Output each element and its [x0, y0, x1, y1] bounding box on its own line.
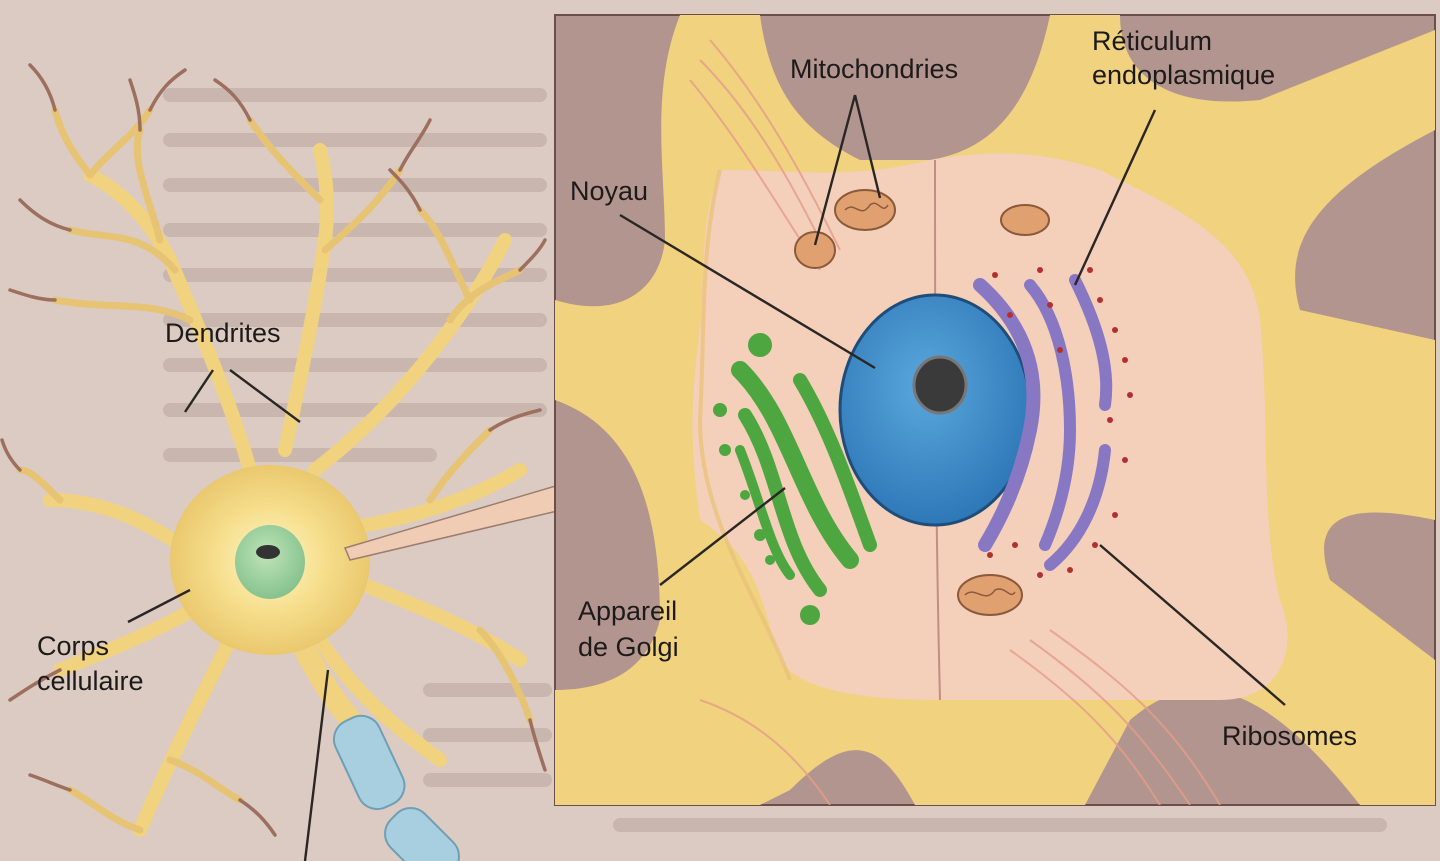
axon: [289, 629, 460, 861]
endoplasmic-reticulum: [973, 274, 1113, 571]
mitochondrion: [1000, 204, 1050, 236]
label-reticulum-line2: endoplasmique: [1092, 60, 1275, 90]
neuron-dendrites: [0, 63, 547, 837]
label-corps-line2: cellulaire: [37, 666, 144, 696]
label-mitochondries: Mitochondries: [790, 54, 958, 84]
label-golgi-line2: de Golgi: [578, 632, 679, 662]
ribosomes: [987, 267, 1133, 578]
label-reticulum-line1: Réticulum: [1092, 26, 1212, 56]
golgi-vesicles: [713, 333, 820, 625]
diagram-labels: Dendrites Corps cellulaire Noyau Mitocho…: [37, 26, 1357, 751]
label-noyau: Noyau: [570, 176, 648, 206]
soma-nucleolus: [256, 545, 280, 559]
label-ribosomes: Ribosomes: [1222, 721, 1357, 751]
cell-body: [170, 465, 370, 655]
myelin-sheath: [384, 807, 460, 861]
leader-lines: [127, 94, 1286, 861]
soma-nucleus: [235, 525, 305, 599]
golgi-apparatus: [731, 361, 877, 597]
cell-zoom-inset: [554, 14, 1436, 806]
myelin-sheath: [332, 714, 406, 811]
label-dendrites: Dendrites: [165, 318, 281, 348]
mitochondrion: [794, 231, 836, 269]
label-corps-line1: Corps: [37, 631, 109, 661]
nucleolus: [912, 355, 968, 415]
label-golgi-line1: Appareil: [578, 596, 677, 626]
